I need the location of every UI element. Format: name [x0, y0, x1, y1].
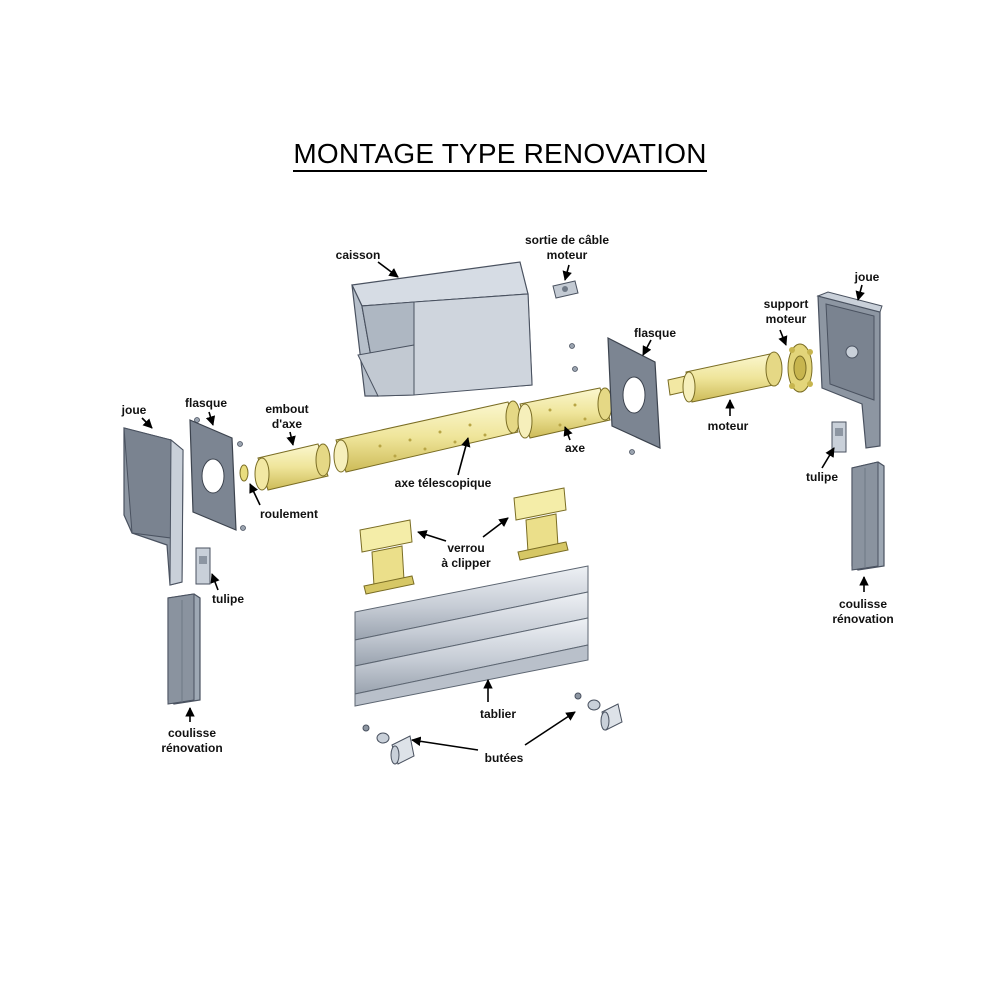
tulipe-left-part	[195, 547, 211, 585]
label-coulisse-right-line1: coulisse	[838, 597, 888, 611]
caisson-box	[351, 261, 533, 397]
coulisse-left-part	[167, 593, 201, 705]
joue-left-part	[123, 427, 184, 586]
tablier-part	[354, 565, 589, 707]
verrou-clipper-right	[513, 487, 569, 561]
axe-telescopique-part	[333, 400, 521, 473]
embout-axe-part	[254, 443, 331, 491]
diagram-title: MONTAGE TYPE RENOVATION	[0, 138, 1000, 172]
label-embout-axe: embout d'axe	[265, 402, 308, 432]
flasque-right-part	[607, 336, 661, 449]
label-coulisse-left: coulisse rénovation	[161, 726, 222, 756]
label-roulement: roulement	[259, 507, 319, 521]
label-support-line1: support	[763, 297, 809, 311]
leader-arrows	[141, 261, 869, 751]
butees-part	[362, 692, 623, 765]
label-tulipe-right: tulipe	[806, 470, 838, 484]
label-axe-telescopique: axe télescopique	[394, 476, 492, 490]
label-verrou-line2: à clipper	[441, 556, 491, 570]
flasque-left-part	[189, 419, 237, 531]
label-joue-left: joue	[121, 403, 147, 417]
label-coulisse-right: coulisse rénovation	[832, 597, 893, 627]
label-sortie-cable: sortie de câble moteur	[525, 233, 609, 263]
roulement-part	[239, 464, 249, 482]
label-coulisse-right-line2: rénovation	[832, 612, 894, 626]
label-support-moteur: support moteur	[764, 297, 809, 327]
support-moteur-part	[787, 343, 813, 393]
label-coulisse-left-line1: coulisse	[167, 726, 217, 740]
axe-part	[517, 387, 613, 439]
verrou-clipper-left	[359, 519, 415, 595]
label-embout-line2: d'axe	[271, 417, 303, 431]
label-embout-line1: embout	[265, 402, 309, 416]
moteur-part	[667, 351, 783, 403]
label-joue-right: joue	[854, 270, 880, 284]
label-verrou-clipper: verrou à clipper	[441, 541, 490, 571]
coulisse-right-part	[851, 461, 885, 571]
label-tulipe-left: tulipe	[212, 592, 244, 606]
label-tablier: tablier	[479, 707, 517, 721]
label-coulisse-left-line2: rénovation	[161, 741, 223, 755]
tulipe-right-part	[831, 421, 847, 453]
label-support-line2: moteur	[765, 312, 807, 326]
joue-right-part	[816, 291, 883, 449]
label-caisson: caisson	[335, 248, 381, 262]
label-sortie-cable-line2: moteur	[546, 248, 588, 262]
label-axe: axe	[564, 441, 586, 455]
label-verrou-line1: verrou	[447, 541, 485, 555]
label-butees: butées	[484, 751, 524, 765]
label-moteur: moteur	[707, 419, 749, 433]
screws	[194, 343, 635, 531]
sortie-cable-plate	[552, 280, 579, 299]
label-sortie-cable-line1: sortie de câble	[524, 233, 610, 247]
label-flasque-left: flasque	[184, 396, 228, 410]
label-flasque-right: flasque	[633, 326, 677, 340]
